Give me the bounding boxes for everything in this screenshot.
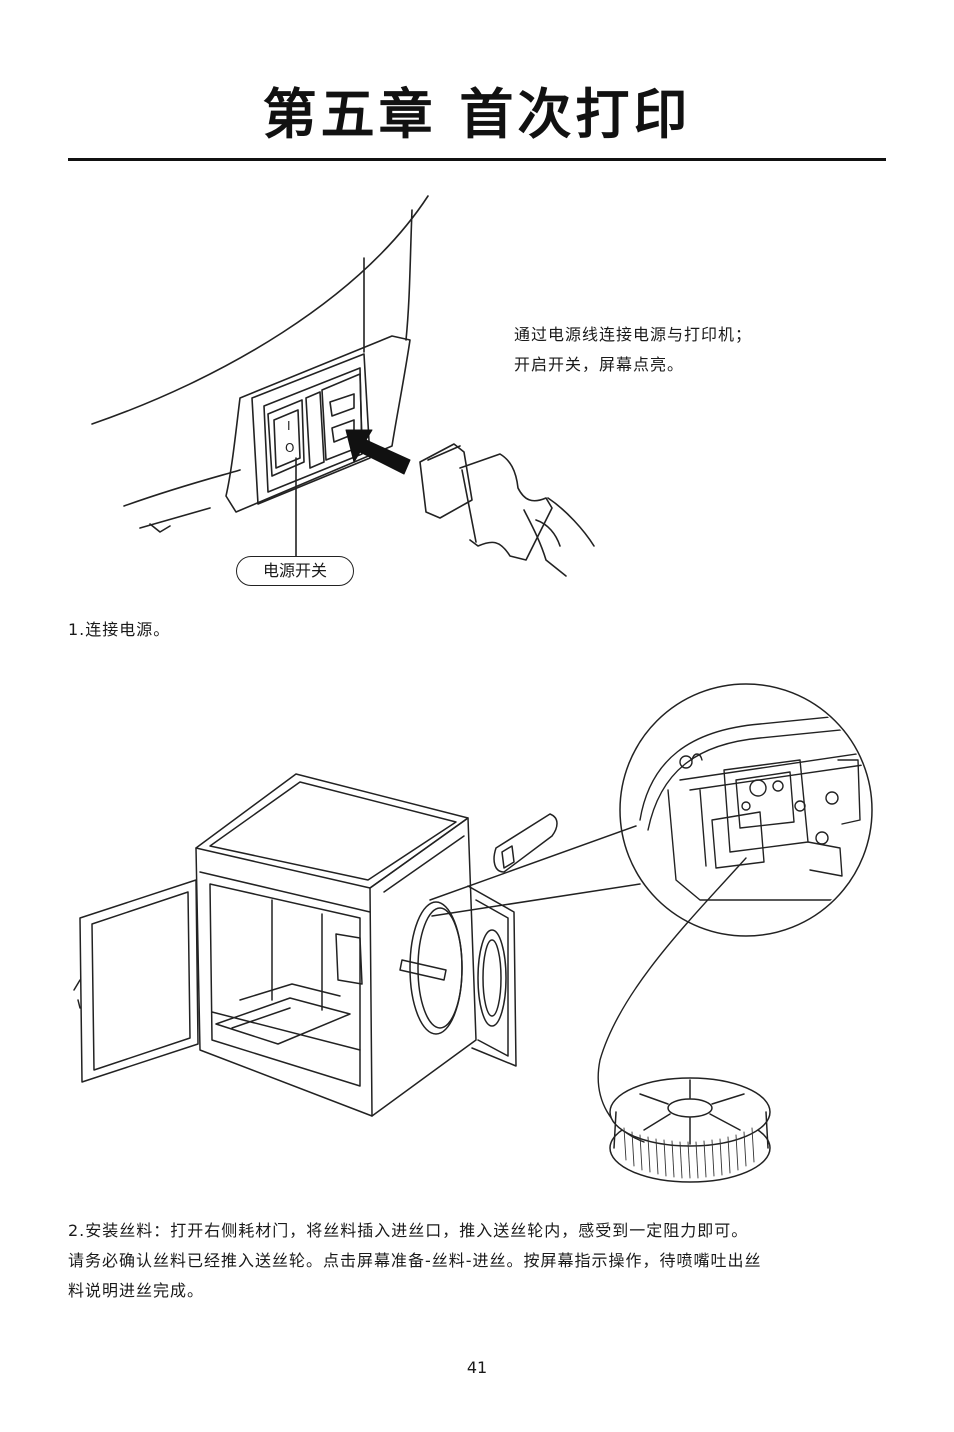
title-rule [68,158,886,161]
insert-arrow-icon [345,429,411,475]
caption-line: 料说明进丝完成。 [68,1281,205,1300]
switch-on-symbol: I [287,419,291,433]
switch-off-symbol: O [285,441,294,455]
page-number: 41 [466,1358,488,1377]
caption-line: 2.安装丝料：打开右侧耗材门，将丝料插入进丝口，推入送丝轮内，感受到一定阻力即可… [68,1221,749,1240]
filament-spool-icon [609,1077,771,1183]
step-2-caption: 2.安装丝料：打开右侧耗材门，将丝料插入进丝口，推入送丝轮内，感受到一定阻力即可… [68,1216,898,1306]
chapter-title: 第五章 首次打印 [262,83,692,146]
step-1-caption: 1.连接电源。 [68,620,171,639]
power-connection-illustration: I O [91,195,595,577]
caption-line: 请务必确认丝料已经推入送丝轮。点击屏幕准备-丝料-进丝。按屏幕指示操作，待喷嘴吐… [68,1251,762,1270]
note-line: 通过电源线连接电源与打印机； [514,325,753,344]
note-line: 开启开关，屏幕点亮。 [514,355,685,374]
filament-install-illustration [73,683,873,1183]
power-switch-label: 电源开关 [236,556,354,586]
power-instruction-note: 通过电源线连接电源与打印机； 开启开关，屏幕点亮。 [514,320,752,380]
